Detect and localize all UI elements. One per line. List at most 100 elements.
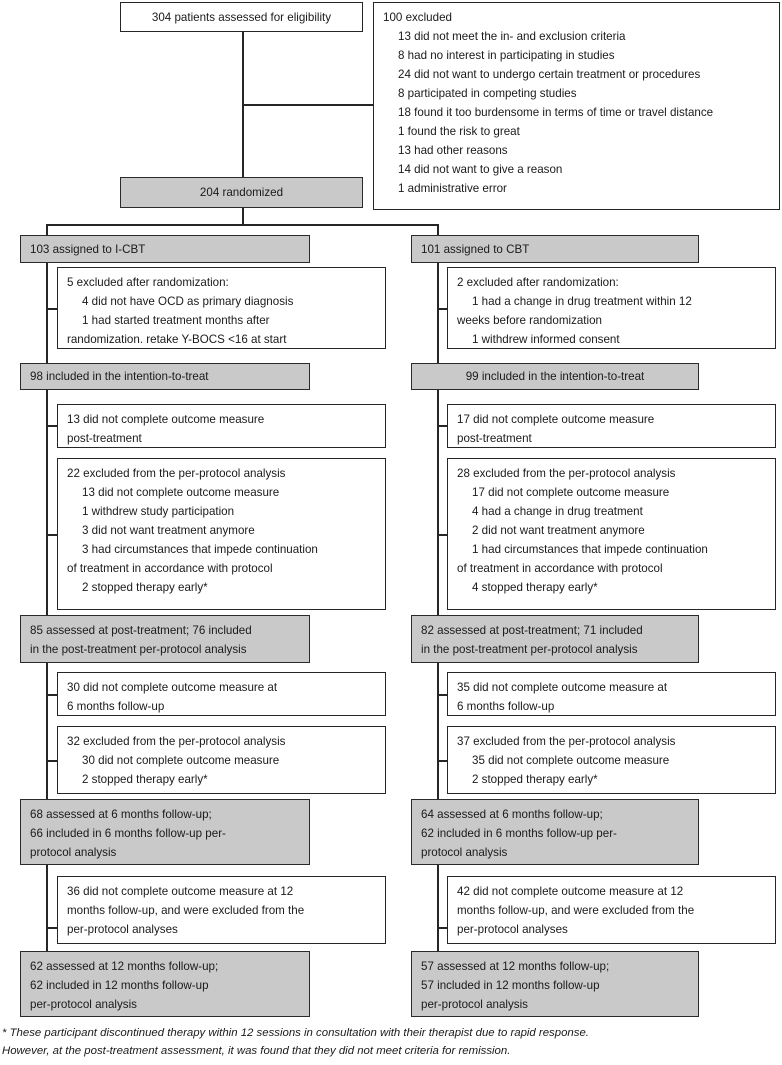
right-sixmissing-line: 35 did not complete outcome measure at bbox=[457, 681, 668, 694]
footnote-line-1: * These participant discontinued therapy… bbox=[2, 1027, 589, 1039]
left-pp-item: 3 did not want treatment anymore bbox=[82, 524, 255, 537]
right-pp-continuation: of treatment in accordance with protocol bbox=[457, 562, 663, 575]
tick-left-six-pp bbox=[46, 760, 58, 762]
box-right-itt: 99 included in the intention-to-treat bbox=[411, 363, 699, 390]
right-sixmissing-line: 6 months follow-up bbox=[457, 700, 555, 713]
left-postrand-heading: 5 excluded after randomization: bbox=[67, 276, 229, 289]
excluded-reason: 24 did not want to undergo certain treat… bbox=[398, 68, 701, 81]
box-right-twelve-missing: 42 did not complete outcome measure at 1… bbox=[447, 876, 776, 944]
left-sixpp-heading: 32 excluded from the per-protocol analys… bbox=[67, 735, 286, 748]
box-right-six-pp-excluded: 37 excluded from the per-protocol analys… bbox=[447, 726, 776, 794]
right-sixmonth-line: 62 included in 6 months follow-up per- bbox=[421, 827, 617, 840]
right-twelvemissing-line: months follow-up, and were excluded from… bbox=[457, 904, 695, 917]
right-twelvemonth-line: 57 included in 12 months follow-up bbox=[421, 979, 600, 992]
footnote-line-2: However, at the post-treatment assessmen… bbox=[2, 1045, 511, 1057]
right-twelvemissing-line: per-protocol analyses bbox=[457, 923, 568, 936]
left-twelvemissing-line: 36 did not complete outcome measure at 1… bbox=[67, 885, 294, 898]
excluded-reason: 8 participated in competing studies bbox=[398, 87, 577, 100]
left-pp-item: 3 had circumstances that impede continua… bbox=[82, 543, 318, 556]
left-pp-heading: 22 excluded from the per-protocol analys… bbox=[67, 467, 286, 480]
left-twelvemissing-line: per-protocol analyses bbox=[67, 923, 178, 936]
box-left-pp-excluded: 22 excluded from the per-protocol analys… bbox=[57, 458, 386, 610]
left-postmissing-line: post-treatment bbox=[67, 432, 142, 445]
box-right-post-missing: 17 did not complete outcome measure post… bbox=[447, 404, 776, 448]
connector-split-right bbox=[437, 224, 439, 236]
tick-right-six-pp bbox=[437, 760, 449, 762]
box-right-post-randomization-exclusions: 2 excluded after randomization: 1 had a … bbox=[447, 267, 776, 349]
right-pp-item: 2 did not want treatment anymore bbox=[472, 524, 645, 537]
connector-split-left bbox=[46, 224, 48, 236]
left-sixmissing-line: 30 did not complete outcome measure at bbox=[67, 681, 278, 694]
left-postmissing-line: 13 did not complete outcome measure bbox=[67, 413, 265, 426]
box-assigned-cbt: 101 assigned to CBT bbox=[411, 235, 699, 263]
right-postrand-last-item: 1 withdrew informed consent bbox=[472, 333, 620, 346]
box-left-twelve-month: 62 assessed at 12 months follow-up; 62 i… bbox=[20, 951, 310, 1017]
box-left-six-pp-excluded: 32 excluded from the per-protocol analys… bbox=[57, 726, 386, 794]
right-pp-last-item: 4 stopped therapy early* bbox=[472, 581, 598, 594]
assigned-icbt-label: 103 assigned to I-CBT bbox=[30, 242, 146, 256]
excluded-reason: 1 administrative error bbox=[398, 182, 507, 195]
left-postrand-item: 1 had started treatment months after bbox=[82, 314, 270, 327]
right-sixpp-heading: 37 excluded from the per-protocol analys… bbox=[457, 735, 676, 748]
left-itt-label: 98 included in the intention-to-treat bbox=[30, 370, 209, 383]
box-left-post-treatment: 85 assessed at post-treatment; 76 includ… bbox=[20, 615, 310, 663]
excluded-reason: 13 had other reasons bbox=[398, 144, 508, 157]
excluded-reason: 8 had no interest in participating in st… bbox=[398, 49, 615, 62]
tick-left-ppexcluded bbox=[46, 534, 58, 536]
right-twelvemonth-line: 57 assessed at 12 months follow-up; bbox=[421, 960, 610, 973]
box-left-twelve-missing: 36 did not complete outcome measure at 1… bbox=[57, 876, 386, 944]
left-twelvemonth-line: 62 included in 12 months follow-up bbox=[30, 979, 209, 992]
tick-right-postrand bbox=[437, 308, 449, 310]
left-sixpp-item: 2 stopped therapy early* bbox=[82, 773, 208, 786]
right-pp-heading: 28 excluded from the per-protocol analys… bbox=[457, 467, 676, 480]
box-right-pp-excluded: 28 excluded from the per-protocol analys… bbox=[447, 458, 776, 610]
right-itt-label: 99 included in the intention-to-treat bbox=[465, 370, 645, 383]
box-left-six-missing: 30 did not complete outcome measure at 6… bbox=[57, 672, 386, 716]
left-sixmissing-line: 6 months follow-up bbox=[67, 700, 165, 713]
tick-left-postmissing bbox=[46, 425, 58, 427]
tick-right-twelve-missing bbox=[437, 927, 449, 929]
left-pp-item: 1 withdrew study participation bbox=[82, 505, 235, 518]
box-right-twelve-month: 57 assessed at 12 months follow-up; 57 i… bbox=[411, 951, 699, 1017]
right-posttreatment-line: 82 assessed at post-treatment; 71 includ… bbox=[421, 624, 643, 637]
right-twelvemissing-line: 42 did not complete outcome measure at 1… bbox=[457, 885, 684, 898]
right-sixmonth-line: 64 assessed at 6 months follow-up; bbox=[421, 808, 603, 821]
tick-right-postmissing bbox=[437, 425, 449, 427]
tick-left-twelve-missing bbox=[46, 927, 58, 929]
right-pp-item: 17 did not complete outcome measure bbox=[472, 486, 670, 499]
left-sixmonth-line: 68 assessed at 6 months follow-up; bbox=[30, 808, 212, 821]
right-sixmonth-line: protocol analysis bbox=[421, 846, 508, 859]
left-posttreatment-line: in the post-treatment per-protocol analy… bbox=[30, 643, 247, 656]
box-left-post-missing: 13 did not complete outcome measure post… bbox=[57, 404, 386, 448]
left-twelvemonth-line: per-protocol analysis bbox=[30, 998, 137, 1011]
left-sixpp-item: 30 did not complete outcome measure bbox=[82, 754, 280, 767]
left-twelvemissing-line: months follow-up, and were excluded from… bbox=[67, 904, 305, 917]
right-sixpp-item: 35 did not complete outcome measure bbox=[472, 754, 670, 767]
right-postrand-item: 1 had a change in drug treatment within … bbox=[472, 295, 692, 308]
excluded-reason: 14 did not want to give a reason bbox=[398, 163, 563, 176]
left-posttreatment-line: 85 assessed at post-treatment; 76 includ… bbox=[30, 624, 252, 637]
right-pp-item: 4 had a change in drug treatment bbox=[472, 505, 643, 518]
box-left-six-month: 68 assessed at 6 months follow-up; 66 in… bbox=[20, 799, 310, 865]
box-eligibility: 304 patients assessed for eligibility bbox=[120, 2, 363, 32]
right-pp-item: 1 had circumstances that impede continua… bbox=[472, 543, 708, 556]
eligibility-label: 304 patients assessed for eligibility bbox=[151, 10, 332, 24]
left-twelvemonth-line: 62 assessed at 12 months follow-up; bbox=[30, 960, 219, 973]
assigned-cbt-label: 101 assigned to CBT bbox=[421, 242, 530, 256]
connector-randomized-down bbox=[242, 208, 244, 225]
right-postrand-continuation: weeks before randomization bbox=[457, 314, 603, 327]
excluded-reason: 18 found it too burdensome in terms of t… bbox=[398, 106, 714, 119]
tick-right-six-missing bbox=[437, 694, 449, 696]
right-twelvemonth-line: per-protocol analysis bbox=[421, 998, 528, 1011]
tick-left-postrand bbox=[46, 308, 58, 310]
box-randomized: 204 randomized bbox=[120, 177, 363, 208]
tick-left-six-missing bbox=[46, 694, 58, 696]
left-pp-item: 13 did not complete outcome measure bbox=[82, 486, 280, 499]
left-pp-continuation: of treatment in accordance with protocol bbox=[67, 562, 273, 575]
box-right-six-month: 64 assessed at 6 months follow-up; 62 in… bbox=[411, 799, 699, 865]
left-sixmonth-line: 66 included in 6 months follow-up per- bbox=[30, 827, 226, 840]
box-left-post-randomization-exclusions: 5 excluded after randomization: 4 did no… bbox=[57, 267, 386, 349]
connector-to-excluded bbox=[242, 104, 375, 106]
excluded-reason: 1 found the risk to great bbox=[398, 125, 520, 138]
